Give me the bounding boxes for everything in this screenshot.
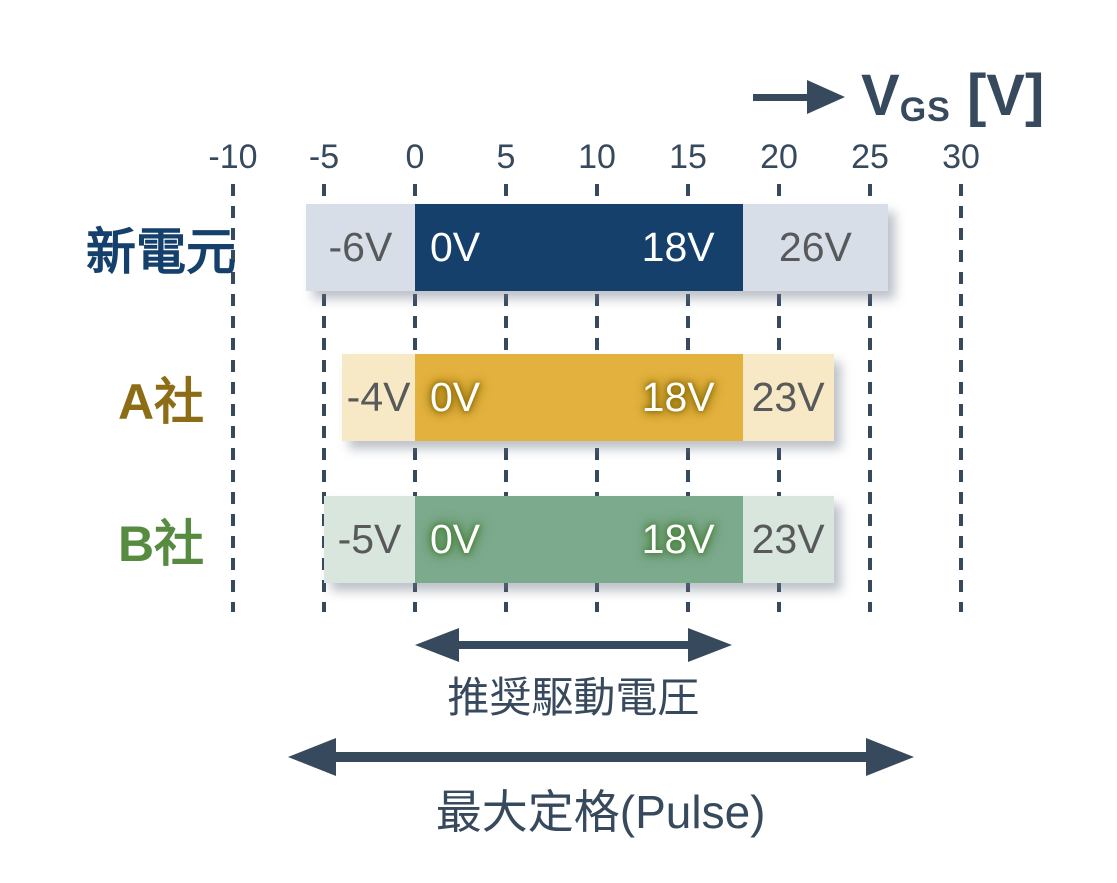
axis-tick-label: 10 [578, 138, 616, 176]
row-label-company-a: A社 [117, 373, 205, 430]
value-label-outer-min-shindengen: -6V [328, 224, 393, 270]
value-label-inner-max-company-a: 18V [641, 374, 715, 420]
value-label-inner-min-shindengen: 0V [430, 224, 481, 270]
annotation-label-recommended-drive-voltage: 推奨駆動電圧 [447, 674, 700, 721]
recommended-bar-company-a: 0V 18V [415, 354, 743, 441]
row-label-shindengen: 新電元 [86, 223, 236, 280]
right-arrow-head-icon [865, 738, 914, 776]
recommended-bar-shindengen: 0V 18V [415, 204, 743, 291]
axis-gridline [959, 184, 963, 612]
axis-gridline [868, 184, 872, 612]
value-label-inner-max-company-b: 18V [641, 516, 715, 562]
axis-tick-label: 25 [851, 138, 889, 176]
axis-tick-label: 5 [496, 138, 516, 176]
left-arrow-head-icon [287, 738, 336, 776]
axis-tick-label: 0 [405, 138, 425, 176]
right-arrow-head-icon [807, 80, 845, 114]
axis-gridline [231, 184, 235, 612]
annotation-label-max-rating-pulse: 最大定格(Pulse) [435, 786, 766, 838]
value-label-inner-min-company-a: 0V [430, 374, 481, 420]
axis-tick-label: -5 [308, 138, 340, 176]
left-arrow-head-icon [415, 628, 459, 662]
value-label-outer-max-company-b: 23V [751, 516, 825, 562]
recommended-bar-company-b: 0V 18V [415, 496, 743, 583]
axis-variable-subscript: GS [899, 91, 951, 129]
axis-gridline [322, 184, 326, 612]
axis-variable: V [861, 63, 900, 128]
value-label-inner-max-shindengen: 18V [641, 224, 715, 270]
value-label-inner-min-company-b: 0V [430, 516, 481, 562]
axis-unit: [V] [966, 63, 1045, 128]
arrow-line [329, 752, 872, 762]
value-label-outer-max-company-a: 23V [751, 374, 825, 420]
arrow-line [453, 641, 694, 649]
axis-tick-label: -10 [208, 138, 258, 176]
right-arrow-head-icon [687, 628, 732, 662]
double-arrow-recommended-drive-voltage [415, 628, 732, 662]
axis-tick-label: 30 [942, 138, 980, 176]
value-label-outer-min-company-a: -4V [346, 374, 411, 420]
axis-tick-label: 20 [760, 138, 798, 176]
value-label-outer-min-company-b: -5V [337, 516, 402, 562]
row-label-company-b: B社 [117, 515, 205, 572]
value-label-outer-max-shindengen: 26V [778, 224, 852, 270]
double-arrow-max-rating-pulse [287, 738, 914, 776]
right-arrow-icon [753, 94, 809, 101]
axis-tick-label: 15 [669, 138, 707, 176]
axis-title-text: VGS [V] [861, 56, 1044, 150]
